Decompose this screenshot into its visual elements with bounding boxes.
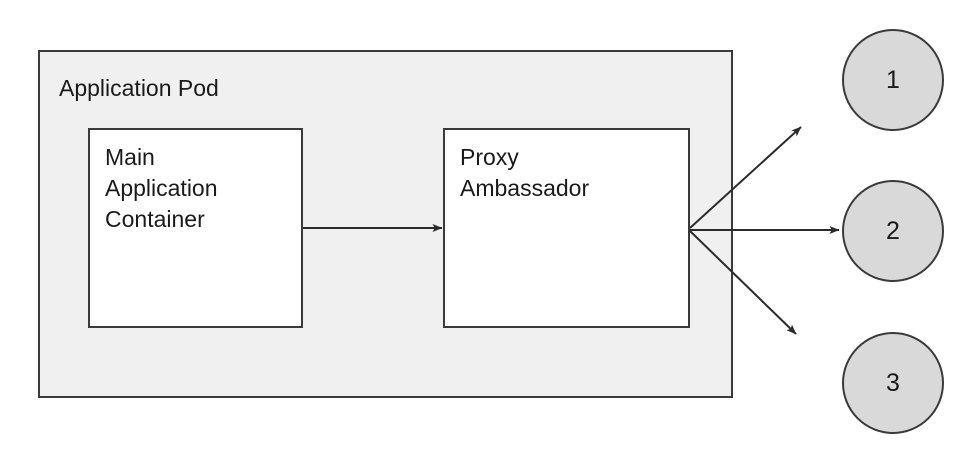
proxy-ambassador-label: Proxy Ambassador [460,142,682,204]
service-circle-3-label: 3 [886,368,900,397]
proxy-ambassador-label-line-1: Proxy [460,144,519,170]
application-pod-label: Application Pod [59,75,219,101]
service-circle-1-label: 1 [886,65,900,94]
service-circle-3[interactable]: 3 [842,332,944,434]
proxy-ambassador-label-line-2: Ambassador [460,175,590,201]
service-circle-2-label: 2 [886,216,900,245]
main-application-container-label-line-1: Main [105,144,155,170]
service-circle-2[interactable]: 2 [842,180,944,282]
proxy-ambassador-box[interactable]: Proxy Ambassador [443,128,690,328]
main-application-container-label: Main Application Container [105,142,295,235]
main-application-container-label-line-3: Container [105,206,205,232]
service-circle-1[interactable]: 1 [842,29,944,131]
main-application-container-label-line-2: Application [105,175,218,201]
main-application-container-box[interactable]: Main Application Container [88,128,303,328]
